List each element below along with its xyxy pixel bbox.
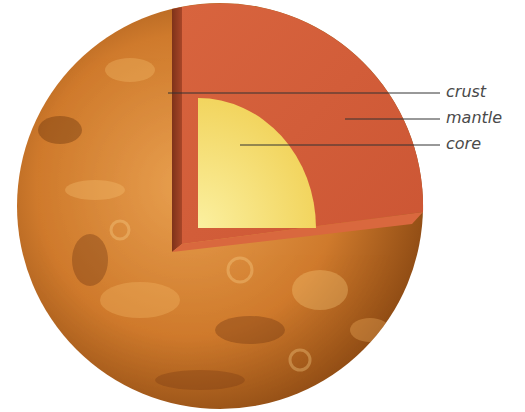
leader-line <box>240 145 440 146</box>
part-label: crust <box>446 83 486 101</box>
part-label: mantle <box>446 109 502 127</box>
crust-vertical-face <box>172 7 182 252</box>
leader-line <box>345 119 440 120</box>
core-section <box>198 98 316 228</box>
leader-line <box>168 93 440 94</box>
part-label: core <box>446 135 481 153</box>
mantle-section <box>182 3 423 244</box>
planet-surface <box>17 3 423 409</box>
